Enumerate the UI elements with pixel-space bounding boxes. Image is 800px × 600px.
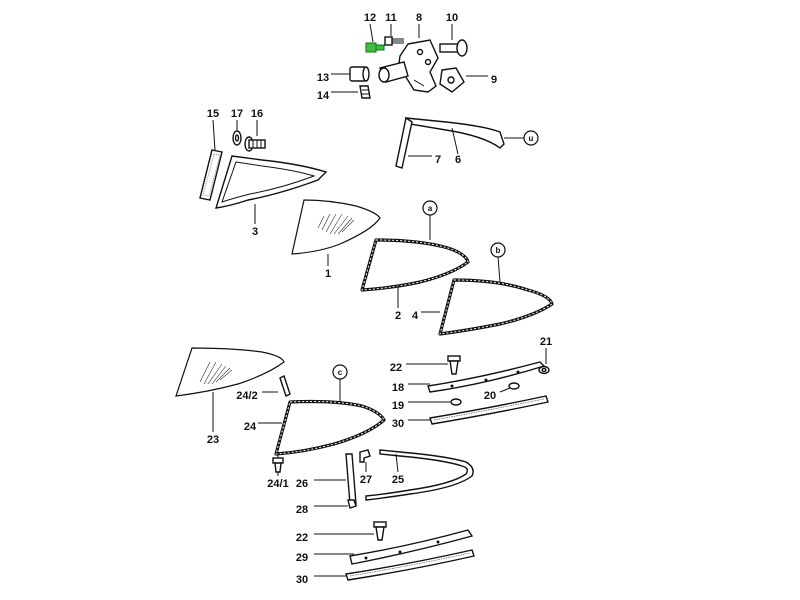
part-10-pin[interactable]	[439, 39, 468, 57]
part-11-screw[interactable]	[384, 36, 404, 46]
part-26-strip[interactable]	[345, 453, 357, 505]
part-24-2-pin[interactable]	[279, 375, 291, 397]
part-30-strip-a[interactable]	[429, 395, 549, 425]
callout-p3[interactable]: 3	[252, 226, 258, 238]
part-7-strip[interactable]	[395, 116, 413, 169]
callout-p22a[interactable]: 22	[390, 362, 402, 374]
symbol-u: u	[523, 130, 539, 146]
part-24-seal[interactable]	[274, 399, 386, 456]
svg-text:u: u	[529, 134, 534, 143]
part-27-clip[interactable]	[359, 449, 371, 463]
leader-line-p6	[451, 127, 459, 155]
hinge-assembly	[349, 36, 468, 99]
part-17-washer[interactable]	[232, 130, 242, 146]
callout-p8[interactable]: 8	[416, 12, 422, 24]
callout-p26[interactable]: 26	[296, 478, 308, 490]
part-23-glass[interactable]	[175, 347, 285, 397]
callout-p22b[interactable]: 22	[296, 532, 308, 544]
callout-p24[interactable]: 24	[244, 421, 257, 433]
part-21-nut[interactable]	[538, 365, 550, 375]
callout-p2[interactable]: 2	[395, 310, 401, 322]
symbol-a: a	[422, 200, 438, 240]
part-8-hinge[interactable]	[378, 39, 439, 93]
part-6-rail[interactable]	[404, 117, 524, 149]
leader-line-p20	[499, 387, 511, 393]
part-14-clip[interactable]	[359, 85, 371, 99]
callout-p25[interactable]: 25	[392, 474, 404, 486]
callout-p17[interactable]: 17	[231, 108, 243, 120]
leader-line-p15	[212, 119, 216, 151]
callout-p10[interactable]: 10	[446, 12, 458, 24]
svg-text:c: c	[338, 368, 343, 377]
callout-p18[interactable]: 18	[392, 382, 404, 394]
callout-p14[interactable]: 14	[317, 90, 330, 102]
callout-p24_1[interactable]: 24/1	[267, 478, 288, 490]
callout-p4[interactable]: 4	[412, 310, 419, 322]
callout-p30b[interactable]: 30	[296, 574, 308, 586]
callout-p21[interactable]: 21	[540, 336, 552, 348]
part-25-rail[interactable]	[365, 449, 474, 501]
part-22-screw-b[interactable]	[373, 521, 387, 541]
part-1-glass[interactable]	[291, 199, 381, 255]
leader-line-p25	[395, 453, 399, 473]
callout-p13[interactable]: 13	[317, 72, 329, 84]
callout-p24_2[interactable]: 24/2	[236, 390, 257, 402]
callout-p7[interactable]: 7	[435, 154, 441, 166]
callout-p23[interactable]: 23	[207, 434, 219, 446]
part-9-plate[interactable]	[439, 67, 465, 93]
part-19-washer[interactable]	[450, 398, 462, 406]
part-30-strip-b[interactable]	[345, 549, 475, 581]
callout-p15[interactable]: 15	[207, 108, 219, 120]
part-20-washer[interactable]	[508, 382, 520, 390]
part-12-bolt[interactable]	[365, 42, 385, 53]
callout-p9[interactable]: 9	[491, 74, 497, 86]
part-16-screw[interactable]	[244, 136, 266, 152]
part-13-cap[interactable]	[349, 66, 370, 82]
callout-p12[interactable]: 12	[364, 12, 376, 24]
part-15-strip[interactable]	[199, 149, 223, 201]
part-22-screw-a[interactable]	[447, 355, 461, 375]
svg-text:b: b	[496, 246, 501, 255]
callout-p27[interactable]: 27	[360, 474, 372, 486]
part-29-bar[interactable]	[349, 529, 474, 565]
callout-p20[interactable]: 20	[484, 390, 496, 402]
callout-p19[interactable]: 19	[392, 400, 404, 412]
part-4-seal[interactable]	[438, 278, 554, 336]
symbol-c: c	[332, 364, 348, 402]
part-28-bracket[interactable]	[347, 499, 357, 509]
leader-line-p12	[369, 23, 374, 43]
part-2-seal[interactable]	[360, 238, 470, 292]
part-24-1-clip[interactable]	[272, 452, 284, 473]
part-18-bar[interactable]	[427, 361, 546, 393]
callout-p1[interactable]: 1	[325, 268, 331, 280]
callout-p6[interactable]: 6	[455, 154, 461, 166]
part-3-frame[interactable]	[215, 155, 328, 209]
callout-p30a[interactable]: 30	[392, 418, 404, 430]
callout-p16[interactable]: 16	[251, 108, 263, 120]
callout-p28[interactable]: 28	[296, 504, 308, 516]
symbol-b: b	[490, 242, 506, 283]
callout-p29[interactable]: 29	[296, 552, 308, 564]
svg-text:a: a	[428, 204, 433, 213]
callout-p11[interactable]: 11	[385, 12, 397, 24]
